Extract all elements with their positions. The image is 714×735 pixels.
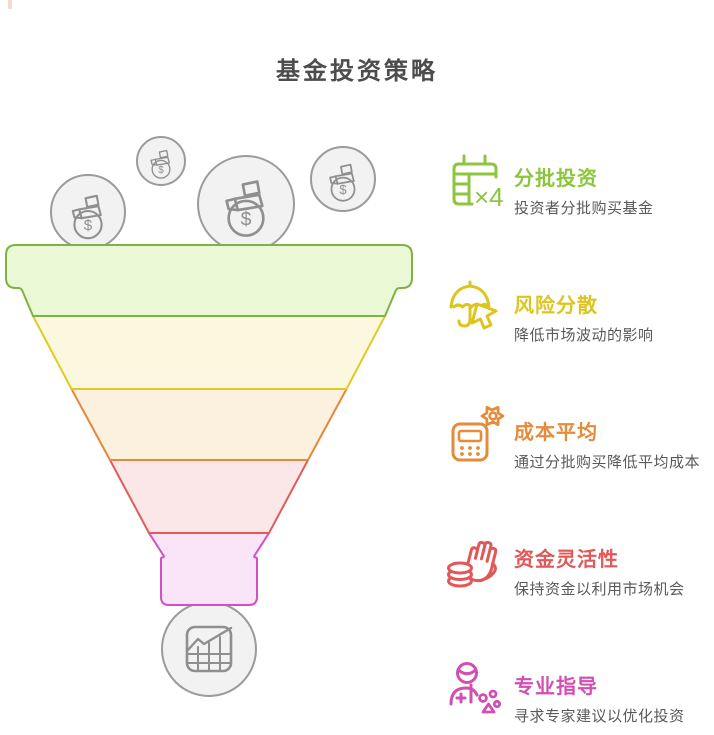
item-title: 分批投资 xyxy=(514,168,598,190)
calculator-gear-icon xyxy=(451,406,505,462)
funnel-stage-1 xyxy=(5,244,413,317)
strategy-item-4: 资金灵活性 保持资金以利用市场机会 xyxy=(446,533,708,599)
person-expert-icon xyxy=(449,662,502,714)
money-bag-circles xyxy=(50,136,376,253)
item-description: 通过分批购买降低平均成本 xyxy=(514,454,701,471)
funnel-svg: $ xyxy=(5,136,413,697)
funnel-stage-2 xyxy=(32,315,386,390)
page-title: 基金投资策略 xyxy=(276,58,438,85)
money-bag-circle xyxy=(197,155,295,253)
money-bag-circle xyxy=(310,146,376,212)
strategy-item-3: 成本平均 通过分批购买降低平均成本 xyxy=(446,406,708,472)
calendar-x4-icon: ×4 xyxy=(452,154,504,212)
funnel-stage-5 xyxy=(148,532,270,606)
item-title: 风险分散 xyxy=(514,295,598,317)
strategy-item-5: 专业指导 寻求专家建议以优化投资 xyxy=(446,660,708,726)
screenshot-artifact xyxy=(8,0,12,9)
strategy-item-1: ×4 分批投资 投资者分批购买基金 xyxy=(446,152,708,218)
funnel-diagram: $ xyxy=(0,130,430,710)
funnel-stage-4 xyxy=(109,459,309,534)
item-title: 专业指导 xyxy=(514,676,598,698)
item-title: 成本平均 xyxy=(514,422,598,444)
strategy-list: ×4 分批投资 投资者分批购买基金 风险分散 降低市场波动的影响 xyxy=(446,152,708,726)
calendar-badge: ×4 xyxy=(474,182,504,212)
funnel-stage-3 xyxy=(70,388,348,461)
strategy-item-2: 风险分散 降低市场波动的影响 xyxy=(446,279,708,345)
item-title: 资金灵活性 xyxy=(514,549,619,571)
coins-hand-icon xyxy=(447,540,498,588)
chart-grid-icon xyxy=(185,625,233,673)
item-description: 保持资金以利用市场机会 xyxy=(514,581,685,598)
item-description: 投资者分批购买基金 xyxy=(514,200,654,217)
item-description: 降低市场波动的影响 xyxy=(514,327,654,344)
umbrella-arrow-icon xyxy=(449,280,498,330)
item-description: 寻求专家建议以优化投资 xyxy=(514,708,685,725)
